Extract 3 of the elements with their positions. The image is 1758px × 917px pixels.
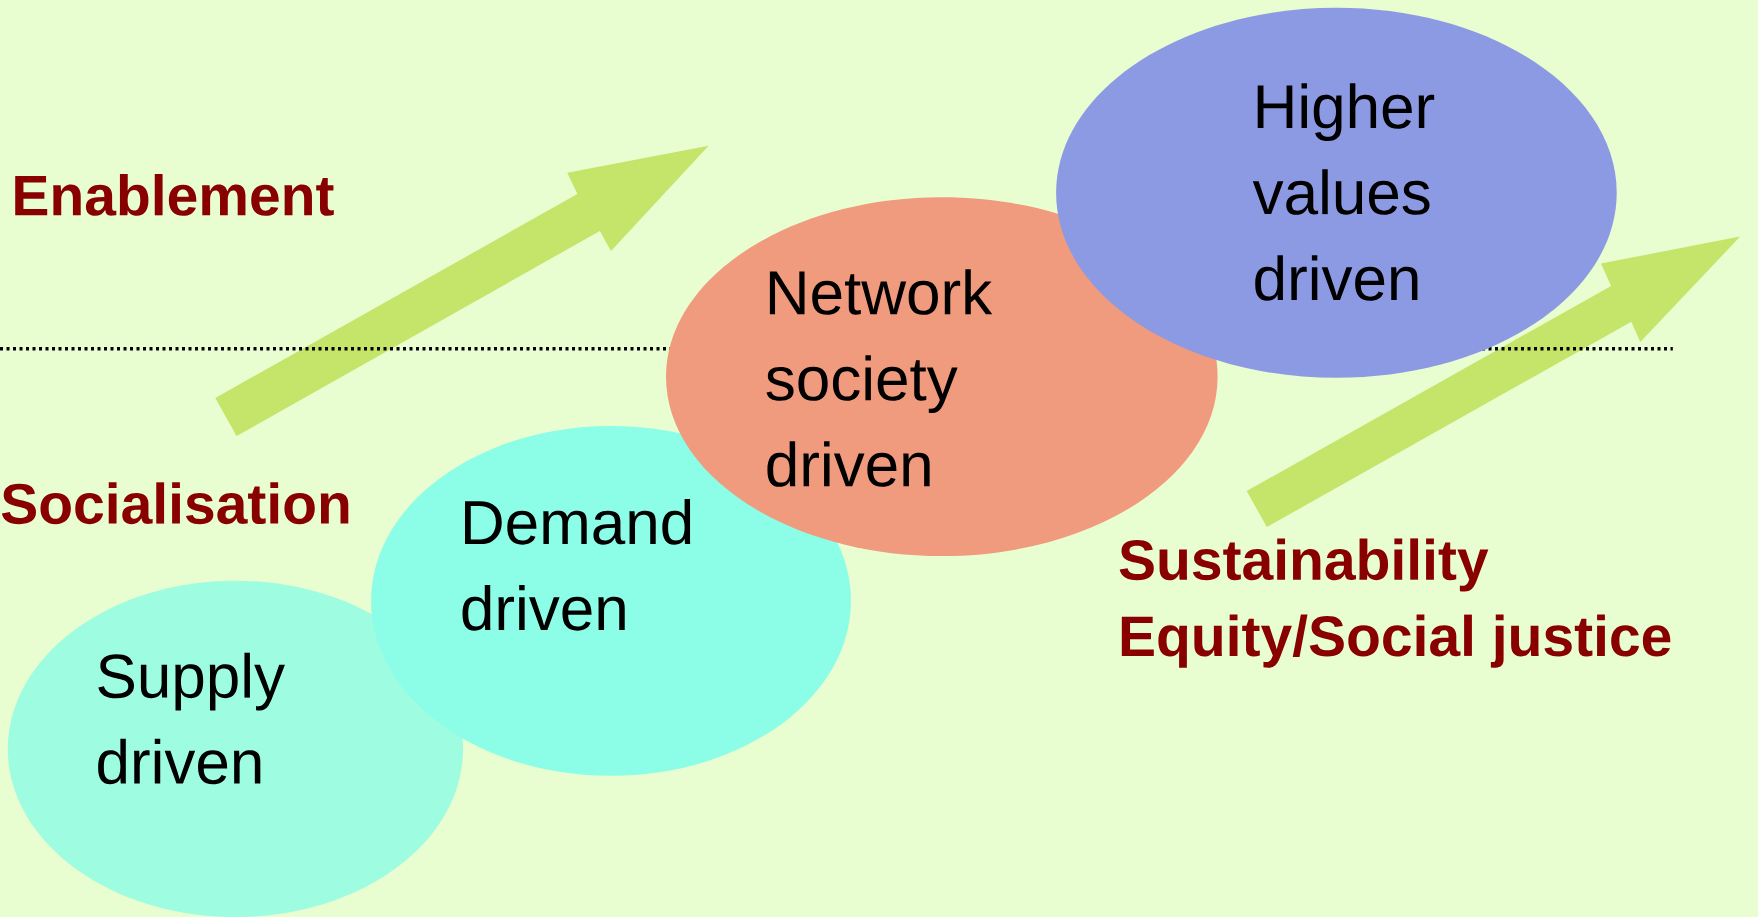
label: Enablement — [15, 174, 334, 216]
label: Socialisation — [1, 482, 349, 525]
label: Equity/Social justice — [1121, 614, 1671, 668]
